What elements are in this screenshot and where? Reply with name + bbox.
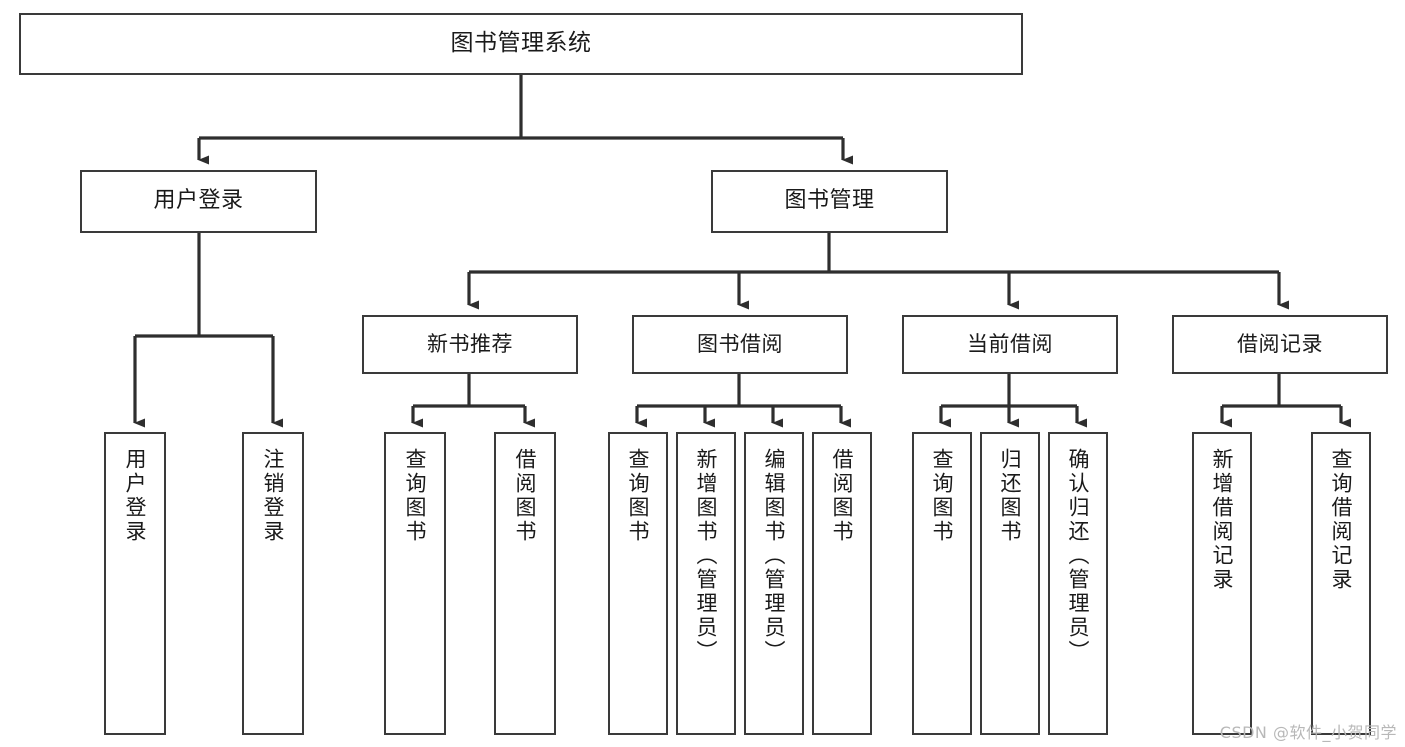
leaf-book-borrow-borrow-book[interactable]: 借阅图书 [812, 432, 872, 735]
node-user-login[interactable]: 用户登录 [80, 170, 317, 233]
node-label: 用户登录 [153, 188, 244, 214]
leaf-current-borrow-confirm-return-admin[interactable]: 确认归还（管理员） [1048, 432, 1108, 735]
node-label: 当前借阅 [967, 332, 1053, 357]
node-borrow-record[interactable]: 借阅记录 [1172, 315, 1388, 374]
node-label: 确认归还（管理员） [1066, 448, 1091, 664]
node-label: 借阅图书 [513, 448, 538, 544]
leaf-book-borrow-query-book[interactable]: 查询图书 [608, 432, 668, 735]
node-label: 编辑图书（管理员） [762, 448, 787, 664]
leaf-new-book-borrow-book[interactable]: 借阅图书 [494, 432, 556, 735]
node-label: 图书管理系统 [450, 30, 592, 57]
node-book-borrow[interactable]: 图书借阅 [632, 315, 848, 374]
node-label: 查询图书 [626, 448, 651, 544]
leaf-current-borrow-query-book[interactable]: 查询图书 [912, 432, 972, 735]
node-label: 新增借阅记录 [1210, 448, 1235, 592]
node-label: 用户登录 [123, 448, 148, 544]
node-current-borrow[interactable]: 当前借阅 [902, 315, 1118, 374]
node-root-book-management-system[interactable]: 图书管理系统 [19, 13, 1023, 75]
leaf-current-borrow-return-book[interactable]: 归还图书 [980, 432, 1040, 735]
node-label: 图书管理 [784, 188, 875, 214]
node-label: 查询图书 [403, 448, 428, 544]
node-label: 查询借阅记录 [1329, 448, 1354, 592]
node-label: 查询图书 [930, 448, 955, 544]
watermark-text: CSDN @软件_小贺同学 [1219, 723, 1397, 742]
node-label: 图书借阅 [697, 332, 783, 357]
leaf-user-login-login[interactable]: 用户登录 [104, 432, 166, 735]
node-label: 归还图书 [998, 448, 1023, 544]
leaf-new-book-query-book[interactable]: 查询图书 [384, 432, 446, 735]
leaf-book-borrow-edit-book-admin[interactable]: 编辑图书（管理员） [744, 432, 804, 735]
node-label: 新书推荐 [427, 332, 513, 357]
node-new-book-recommend[interactable]: 新书推荐 [362, 315, 578, 374]
leaf-borrow-record-query-record[interactable]: 查询借阅记录 [1311, 432, 1371, 735]
node-label: 借阅记录 [1237, 332, 1323, 357]
leaf-book-borrow-add-book-admin[interactable]: 新增图书（管理员） [676, 432, 736, 735]
leaf-borrow-record-add-record[interactable]: 新增借阅记录 [1192, 432, 1252, 735]
node-label: 新增图书（管理员） [694, 448, 719, 664]
node-label: 注销登录 [261, 448, 286, 544]
node-book-management[interactable]: 图书管理 [711, 170, 948, 233]
leaf-user-login-logout[interactable]: 注销登录 [242, 432, 304, 735]
node-label: 借阅图书 [830, 448, 855, 544]
